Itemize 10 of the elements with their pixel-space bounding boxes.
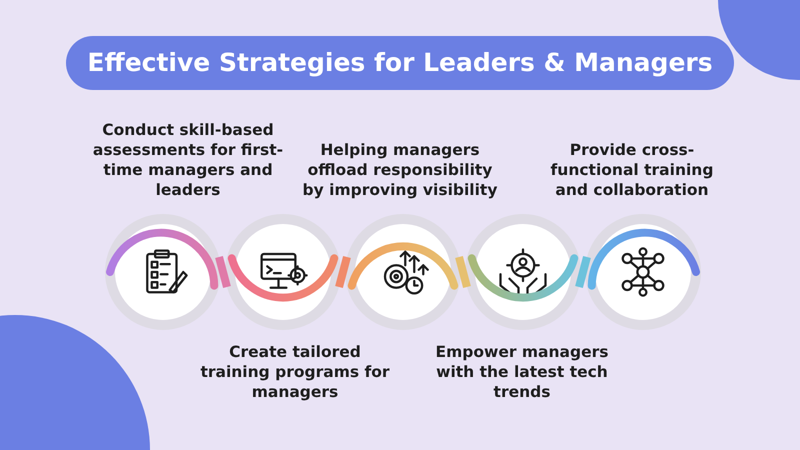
ribbon-connector	[335, 256, 351, 288]
step-text: Conduct skill-based assessments for first-time managers and leaders	[92, 120, 284, 200]
step-text: Provide cross-functional training and collaboration	[550, 140, 714, 200]
step-text: Helping managers offload responsibility by improving visibility	[302, 140, 498, 200]
title-banner: Effective Strategies for Leaders & Managers	[66, 36, 734, 90]
ribbon-connector	[455, 256, 471, 288]
step-text: Empower managers with the latest tech trends	[434, 342, 610, 402]
ribbon-connector	[215, 256, 231, 288]
ribbon-connector	[575, 256, 591, 288]
step-text: Create tailored training programs for managers	[199, 342, 391, 402]
